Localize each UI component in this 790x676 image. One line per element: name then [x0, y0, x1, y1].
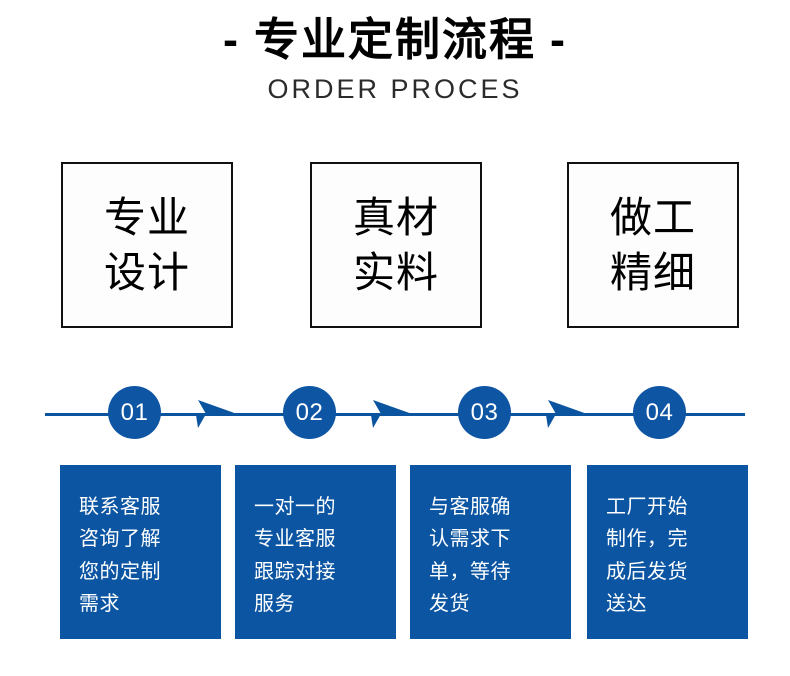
step-marker-04: 04 [633, 386, 686, 439]
feature-box-1-line-1: 专业 [103, 193, 190, 241]
feature-box-2-line-1: 真材 [352, 193, 439, 241]
arrow-right-icon [369, 399, 415, 429]
step-marker-03: 03 [458, 386, 511, 439]
step-box-4-line-4: 送达 [606, 593, 647, 616]
feature-box-2-line-2: 实料 [352, 249, 439, 296]
arrow-right-icon [544, 399, 590, 429]
step-box-1-line-1: 联系客服 [79, 496, 161, 518]
step-box-3-line-4: 发货 [429, 593, 470, 616]
step-marker-01: 01 [108, 386, 161, 439]
step-box-2-line-3: 跟踪对接 [254, 560, 336, 583]
page-title: -专业定制流程- [0, 14, 790, 66]
step-box-4-line-1: 工厂开始 [606, 496, 688, 518]
step-box-1: 联系客服 咨询了解 您的定制 需求 [60, 465, 221, 639]
step-box-1-line-4: 需求 [79, 593, 120, 616]
feature-box-1-line-2: 设计 [103, 249, 190, 296]
feature-box-3: 做工 精细 [567, 162, 739, 328]
title-text: 专业定制流程 [253, 14, 536, 65]
step-box-1-line-3: 您的定制 [79, 560, 161, 583]
step-box-3-line-3: 单，等待 [429, 560, 511, 583]
arrow-right-icon [194, 399, 240, 429]
step-box-3: 与客服确 认需求下 单，等待 发货 [410, 465, 571, 639]
timeline: 01 02 03 04 [0, 386, 790, 444]
feature-box-1: 专业 设计 [61, 162, 233, 328]
step-box-2: 一对一的 专业客服 跟踪对接 服务 [235, 465, 396, 639]
step-box-4-line-3: 成后发货 [606, 560, 688, 583]
page-subtitle: ORDER PROCES [267, 73, 523, 104]
step-box-2-line-4: 服务 [254, 593, 295, 616]
title-dash-left: - [222, 14, 240, 65]
step-marker-02: 02 [283, 386, 336, 439]
step-box-3-line-2: 认需求下 [429, 528, 511, 551]
feature-box-3-line-1: 做工 [609, 193, 696, 241]
step-box-2-line-2: 专业客服 [254, 528, 336, 551]
feature-box-3-line-2: 精细 [609, 249, 696, 296]
step-box-1-line-2: 咨询了解 [79, 528, 161, 551]
step-box-4-line-2: 制作，完 [606, 528, 688, 551]
step-box-2-line-1: 一对一的 [254, 496, 336, 518]
step-box-3-line-1: 与客服确 [429, 496, 511, 518]
header: -专业定制流程- ORDER PROCES [0, 14, 790, 105]
feature-box-row: 专业 设计 真材 实料 做工 精细 [61, 162, 743, 332]
step-box-4: 工厂开始 制作，完 成后发货 送达 [587, 465, 748, 639]
title-dash-right: - [550, 14, 567, 65]
feature-box-2: 真材 实料 [310, 162, 482, 328]
step-box-row: 联系客服 咨询了解 您的定制 需求 一对一的 专业客服 跟踪对接 服务 与客服确… [0, 465, 790, 641]
